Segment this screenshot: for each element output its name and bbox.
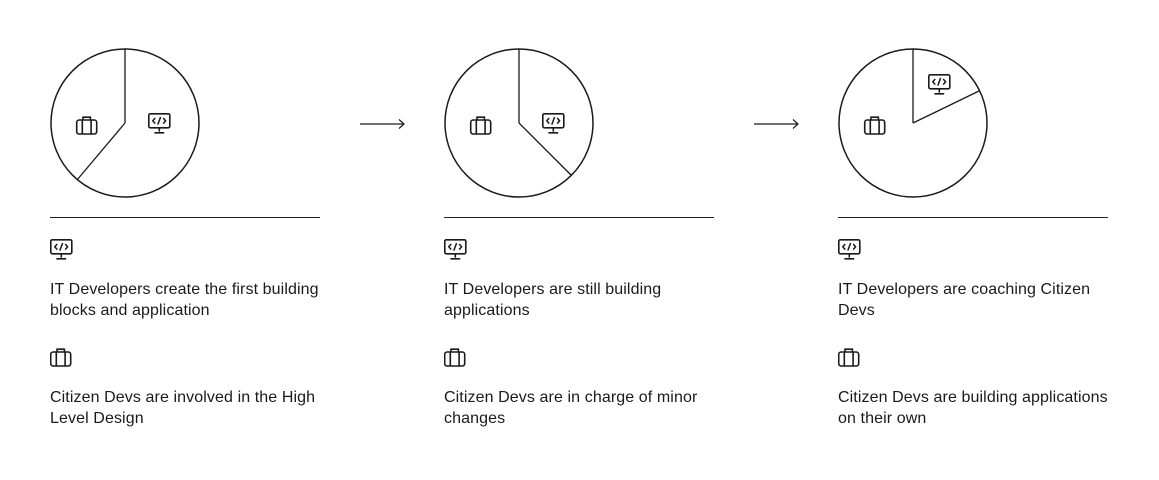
monitor-code-icon: [444, 239, 467, 260]
pie-chart-stage-2: [444, 48, 594, 203]
monitor-code-icon: [928, 74, 951, 95]
pie-chart-stage-3: [838, 48, 988, 203]
divider: [444, 217, 714, 218]
stage-3-column: IT Developers are coaching Citizen Devs …: [838, 217, 1108, 427]
pie-chart-stage-1: [50, 48, 200, 203]
citizen-dev-description: Citizen Devs are building applications o…: [838, 389, 1108, 427]
arrow-right-icon: [754, 117, 800, 136]
divider: [50, 217, 320, 218]
briefcase-icon: [50, 348, 72, 367]
arrow-right-icon: [360, 117, 406, 136]
it-developer-description: IT Developers are coaching Citizen Devs: [838, 281, 1091, 319]
briefcase-icon: [838, 348, 860, 367]
citizen-dev-description: Citizen Devs are involved in the High Le…: [50, 389, 316, 427]
monitor-code-icon: [50, 239, 73, 260]
monitor-code-icon: [148, 113, 171, 134]
briefcase-icon: [444, 348, 466, 367]
briefcase-icon: [75, 116, 98, 135]
citizen-dev-description: Citizen Devs are in charge of minor chan…: [444, 389, 698, 427]
divider: [838, 217, 1108, 218]
briefcase-icon: [469, 116, 492, 135]
monitor-code-icon: [838, 239, 861, 260]
monitor-code-icon: [542, 113, 565, 134]
stage-1-column: IT Developers create the first building …: [50, 217, 320, 427]
stage-2-column: IT Developers are still building applica…: [444, 217, 714, 427]
it-developer-description: IT Developers create the first building …: [50, 281, 319, 319]
it-developer-description: IT Developers are still building applica…: [444, 281, 662, 319]
briefcase-icon: [863, 116, 886, 135]
